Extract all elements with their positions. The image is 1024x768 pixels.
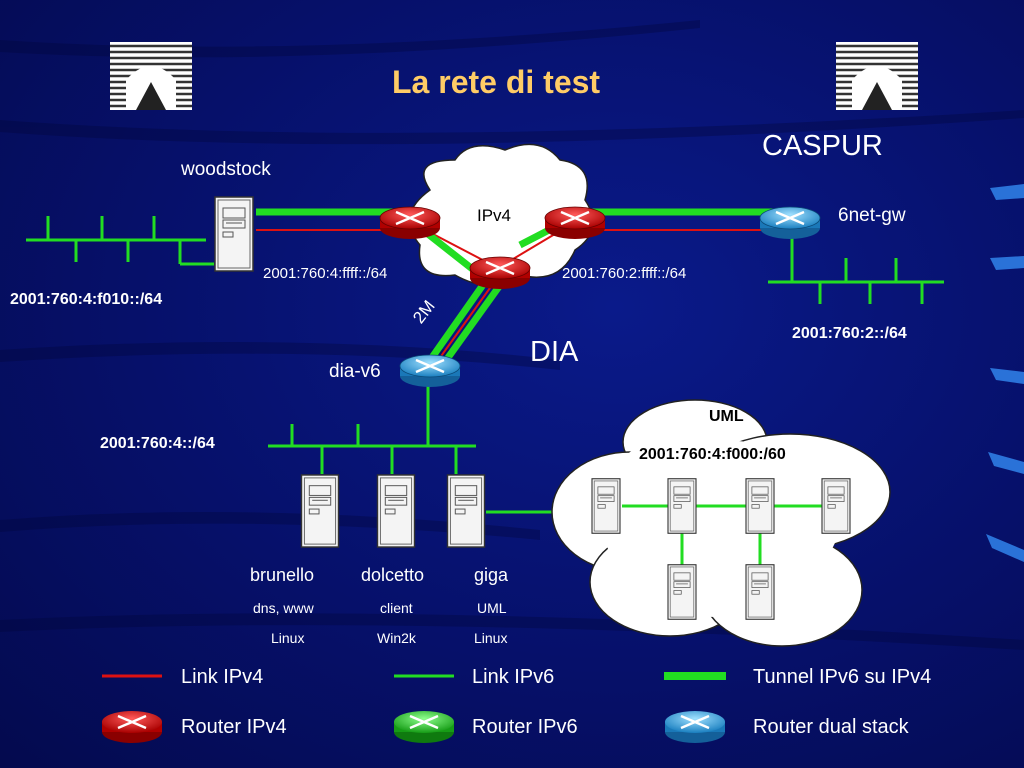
host-brunello-name: brunello [250, 565, 315, 585]
host-dolcetto-role: client [380, 600, 413, 616]
giga-server-icon [446, 474, 486, 548]
caspur-lan [768, 236, 944, 304]
router-ipv4-right-icon [544, 206, 606, 239]
uml-network-address: 2001:760:4:f000:/60 [639, 446, 786, 463]
host-brunello-os: Linux [271, 630, 305, 646]
host-giga-os: Linux [474, 630, 508, 646]
host-brunello-role: dns, www [253, 600, 314, 616]
legend-tunnel-label: Tunnel IPv6 su IPv4 [753, 666, 932, 688]
legend-router-dual-label: Router dual stack [753, 716, 909, 738]
page-title: La rete di test [392, 64, 601, 100]
woodstock-label: woodstock [181, 159, 271, 180]
dia-lan-address: 2001:760:4::/64 [100, 435, 215, 452]
host-dolcetto-name: dolcetto [361, 565, 425, 585]
host-dolcetto-os: Win2k [377, 630, 416, 646]
router-dia-v6-icon [399, 354, 461, 387]
woodstock-lan-address: 2001:760:4:f010::/64 [10, 291, 163, 308]
legend-link-ipv4-label: Link IPv4 [181, 666, 264, 688]
host-giga-name: giga [474, 565, 509, 585]
site-dia-label: DIA [530, 336, 579, 368]
router-ipv4-left-icon [379, 206, 441, 239]
woodstock-lan [26, 216, 214, 266]
tunnel-left-address: 2001:760:4:ffff::/64 [263, 265, 388, 282]
caspur-lan-address: 2001:760:2::/64 [792, 325, 907, 342]
uml-server-icon [667, 564, 697, 620]
right-edge-decoration [986, 184, 1024, 562]
legend-router-ipv6-label: Router IPv6 [472, 716, 578, 738]
brunello-server-icon [300, 474, 340, 548]
router-ipv4-center-icon [469, 256, 531, 289]
caspur-logo-icon [836, 42, 918, 110]
dia-v6-label: dia-v6 [329, 361, 381, 382]
dolcetto-server-icon [376, 474, 416, 548]
uml-server-icon [821, 478, 851, 534]
caspur-logo-icon [110, 42, 192, 110]
legend-link-ipv6-label: Link IPv6 [472, 666, 555, 688]
legend-graphics [102, 672, 726, 743]
six-net-gw-label: 6net-gw [838, 205, 906, 226]
uml-title: UML [709, 408, 744, 425]
uml-server-icon [745, 564, 775, 620]
site-caspur-label: CASPUR [762, 130, 883, 162]
uml-server-icon [745, 478, 775, 534]
router-6net-gw-icon [759, 206, 821, 239]
host-giga-role: UML [477, 600, 507, 616]
tunnel-right-address: 2001:760:2:ffff::/64 [562, 265, 687, 282]
woodstock-server-icon [214, 196, 254, 272]
dia-lan [268, 386, 558, 514]
uml-server-icon [591, 478, 621, 534]
ipv4-cloud-label: IPv4 [477, 206, 512, 225]
uml-server-icon [667, 478, 697, 534]
legend-router-ipv4-label: Router IPv4 [181, 716, 287, 738]
